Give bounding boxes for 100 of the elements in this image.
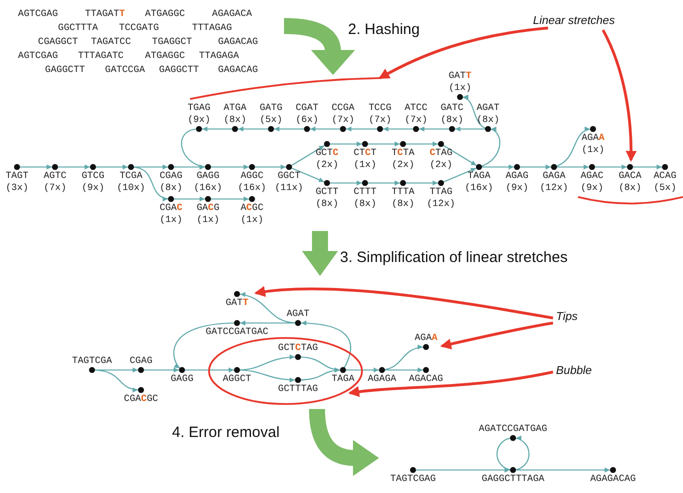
read-sequence: GAGGCTT [159, 64, 199, 75]
coverage-count: (7x) [368, 114, 392, 126]
coverage-count: (8x) [476, 114, 500, 126]
leader-arrow [440, 322, 554, 350]
sequence-label: CCGA [330, 102, 356, 114]
sequence-label: GAGG [196, 170, 220, 182]
sequence-label: TCCG [368, 102, 392, 114]
sequence-label: AGAGA [366, 373, 398, 385]
sequence-label: TAGTCGAG [389, 473, 437, 485]
read-sequence: GGCTTTA [58, 22, 98, 33]
sequence-label: GAGA [542, 170, 566, 182]
graph-edge [513, 468, 613, 472]
leader-arrow [378, 26, 548, 80]
read-sequence: GAGGCTT [45, 64, 85, 75]
sequence-label: TAGA [466, 170, 492, 182]
read-sequence: TAGATCC [91, 36, 131, 47]
coverage-count: (2x) [390, 159, 416, 171]
coverage-count: (9x) [580, 182, 604, 194]
coverage-count: (8x) [390, 198, 416, 210]
coverage-count: (8x) [440, 114, 464, 126]
read-sequence: GAGACAG [218, 36, 258, 47]
sequence-label: TCTA [390, 147, 416, 159]
graph-edge [307, 126, 343, 132]
coverage-count: (16x) [236, 182, 268, 194]
coverage-count: (3x) [4, 182, 30, 194]
sequence-label: ATCC [404, 102, 428, 114]
sequence-label: GATCCGATGAC [204, 326, 270, 338]
sequence-label: TTAG [428, 186, 454, 198]
coverage-count: (10x) [116, 182, 146, 194]
sequence-label: GATG [258, 102, 284, 114]
sequence-label: AGATCCGATGAG [478, 423, 548, 435]
sequence-label: AGGC [240, 170, 264, 182]
coverage-count: (7x) [42, 182, 68, 194]
leader-arrow [254, 286, 554, 320]
coverage-count: (11x) [274, 182, 304, 194]
sequence-label: CGAC [158, 202, 184, 214]
sequence-label: AGAGACAG [589, 473, 637, 485]
graph-edge [208, 164, 252, 170]
graph-edge [93, 164, 131, 170]
sequence-label: CTAG [428, 147, 454, 159]
graph-edge [380, 126, 416, 132]
sequence-label: GCTC [314, 147, 340, 159]
sequence-label: TCGA [118, 170, 144, 182]
sequence-label: TGAG [186, 102, 212, 114]
coverage-count: (2x) [428, 159, 454, 171]
sequence-label: AGAA [414, 332, 438, 344]
sequence-label: TAGA [330, 373, 356, 385]
read-sequence: TCCGATG [119, 22, 159, 33]
read-sequence: AGTCGAG [18, 8, 58, 19]
coverage-count: (8x) [352, 198, 378, 210]
graph-edge [479, 164, 517, 170]
read-sequence: TTAGAGA [199, 50, 239, 61]
read-sequence: TGAGGCT [152, 36, 192, 47]
graph-edge [592, 164, 630, 170]
read-sequence: GAGACAG [218, 64, 258, 75]
annotation-label: Linear stretches [533, 15, 615, 27]
sequence-label: GCTCTAG [277, 342, 319, 354]
coverage-count: (1x) [352, 159, 378, 171]
graph-edge [343, 126, 380, 132]
coverage-count: (5x) [258, 114, 284, 126]
graph-edge [630, 164, 665, 170]
sequence-label: AGAT [286, 308, 310, 320]
read-sequence: AGAGACA [212, 8, 252, 19]
graph-edge [141, 368, 182, 372]
graph-edge [288, 144, 328, 168]
sequence-label: CGAG [158, 170, 184, 182]
sequence-label: ACAG [652, 170, 678, 182]
leader-arrow [602, 29, 637, 162]
read-sequence: GATCCGA [105, 64, 145, 75]
sequence-label: GATT [448, 70, 472, 82]
coverage-count: (2x) [314, 159, 340, 171]
sequence-label: CGACGC [122, 393, 160, 405]
coverage-count: (6x) [294, 114, 320, 126]
sequence-label: GATC [440, 102, 464, 114]
sequence-label: GATT [224, 297, 250, 309]
sequence-label: ATGA [222, 102, 248, 114]
sequence-label: GCTTTAG [277, 383, 319, 395]
graph-edge [403, 142, 441, 146]
graph-edge [327, 180, 365, 186]
read-sequence: TTAGATT [85, 8, 125, 19]
sequence-label: CTTT [352, 186, 378, 198]
graph-edge [403, 180, 441, 186]
sequence-label: CTCT [352, 147, 378, 159]
graph-edge [365, 180, 403, 186]
coverage-count: (12x) [426, 198, 456, 210]
graph-edge [365, 142, 403, 146]
coverage-count: (5x) [652, 182, 678, 194]
annotation-label: Bubble [556, 365, 592, 377]
coverage-count: (9x) [80, 182, 106, 194]
coverage-count: (8x) [618, 182, 642, 194]
graph-edge [440, 144, 480, 168]
graph-edge [171, 196, 208, 202]
read-sequence: ATGAGGC [145, 50, 185, 61]
read-sequence: AGTCGAG [18, 50, 58, 61]
sequence-label: GACG [196, 202, 220, 214]
coverage-count: (16x) [464, 182, 494, 194]
graph-edge [416, 126, 452, 132]
sequence-label: TTTA [390, 186, 416, 198]
graph-edge [208, 196, 252, 202]
coverage-count: (7x) [404, 114, 428, 126]
